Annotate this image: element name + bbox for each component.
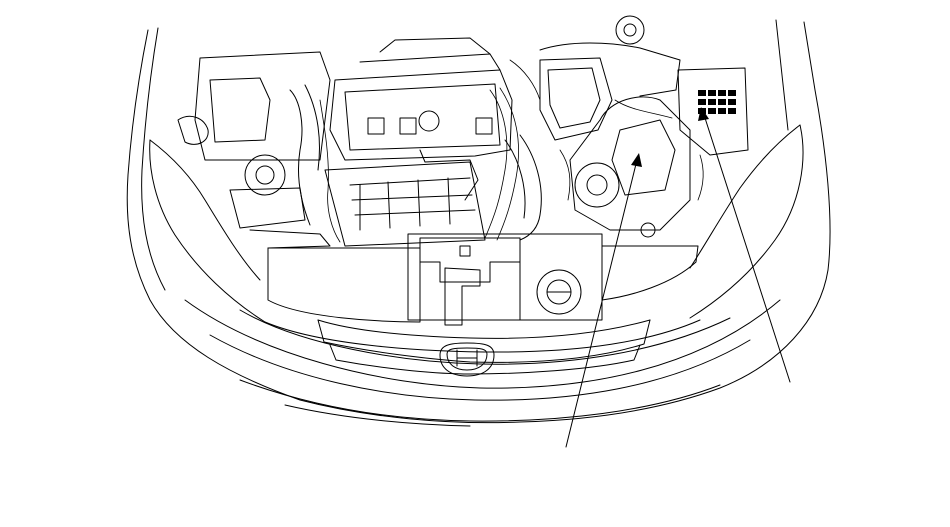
battery-area xyxy=(569,96,691,238)
callout-leader-fuse-box xyxy=(698,107,791,383)
air-intake xyxy=(504,57,613,241)
washer-reservoir xyxy=(539,15,681,97)
front-grille xyxy=(317,319,651,375)
callout-leader-battery xyxy=(565,153,642,448)
radiator-support xyxy=(267,233,699,326)
hood-outline xyxy=(126,19,831,424)
honda-emblem xyxy=(439,342,495,377)
left-components xyxy=(177,51,331,249)
radiator-cap xyxy=(536,269,582,315)
hoses-and-wiring xyxy=(319,59,704,243)
engine-cover xyxy=(324,37,513,247)
front-fascia xyxy=(149,124,804,427)
